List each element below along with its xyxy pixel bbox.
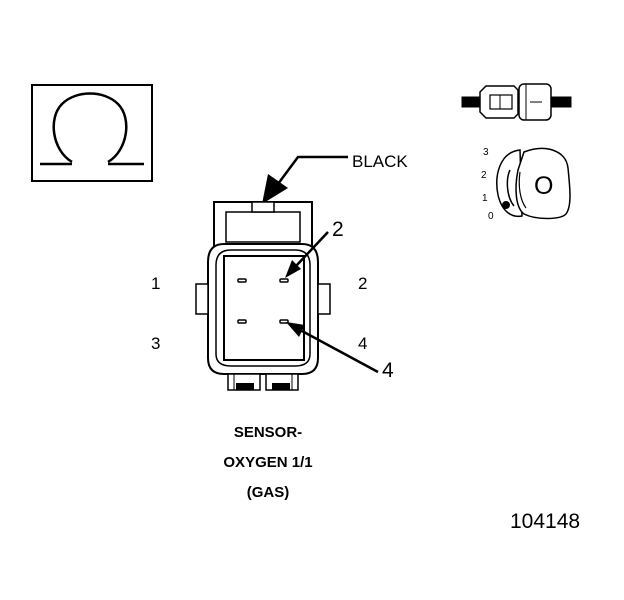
wire-color-label: BLACK — [352, 152, 408, 171]
pin-label-1: 1 — [151, 274, 161, 293]
terminal-position-3: 3 — [483, 147, 489, 158]
terminal-probe-icon — [461, 83, 572, 121]
cavity-1 — [237, 278, 247, 283]
cavity-callout-4: 4 — [382, 359, 394, 382]
cavity-callout-2: 2 — [332, 218, 344, 241]
callout-arrow-2 — [285, 231, 329, 278]
pin-label-2: 2 — [358, 274, 368, 293]
caption-line-3: (GAS) — [246, 484, 290, 501]
pin-label-4: 4 — [358, 334, 368, 353]
terminal-position-2: 2 — [481, 170, 487, 181]
cavity-3 — [237, 319, 247, 324]
black-wire-leader — [262, 155, 348, 204]
callout-arrow-4 — [286, 322, 379, 374]
terminal-cavities — [237, 278, 289, 324]
caption-line-2: OXYGEN 1/1 — [223, 454, 313, 471]
cavity-2 — [279, 278, 289, 283]
pin-label-3: 3 — [151, 334, 161, 353]
oxygen-sensor-connector — [195, 201, 331, 391]
terminal-view-letter: O — [534, 172, 554, 200]
figure-number: 104148 — [510, 510, 581, 533]
caption-line-1: SENSOR- — [233, 424, 303, 441]
terminal-position-1: 1 — [482, 193, 488, 204]
terminal-end-view-icon — [496, 147, 571, 220]
cavity-4 — [279, 319, 289, 324]
omega-icon — [31, 84, 153, 182]
terminal-position-0: 0 — [488, 211, 494, 222]
